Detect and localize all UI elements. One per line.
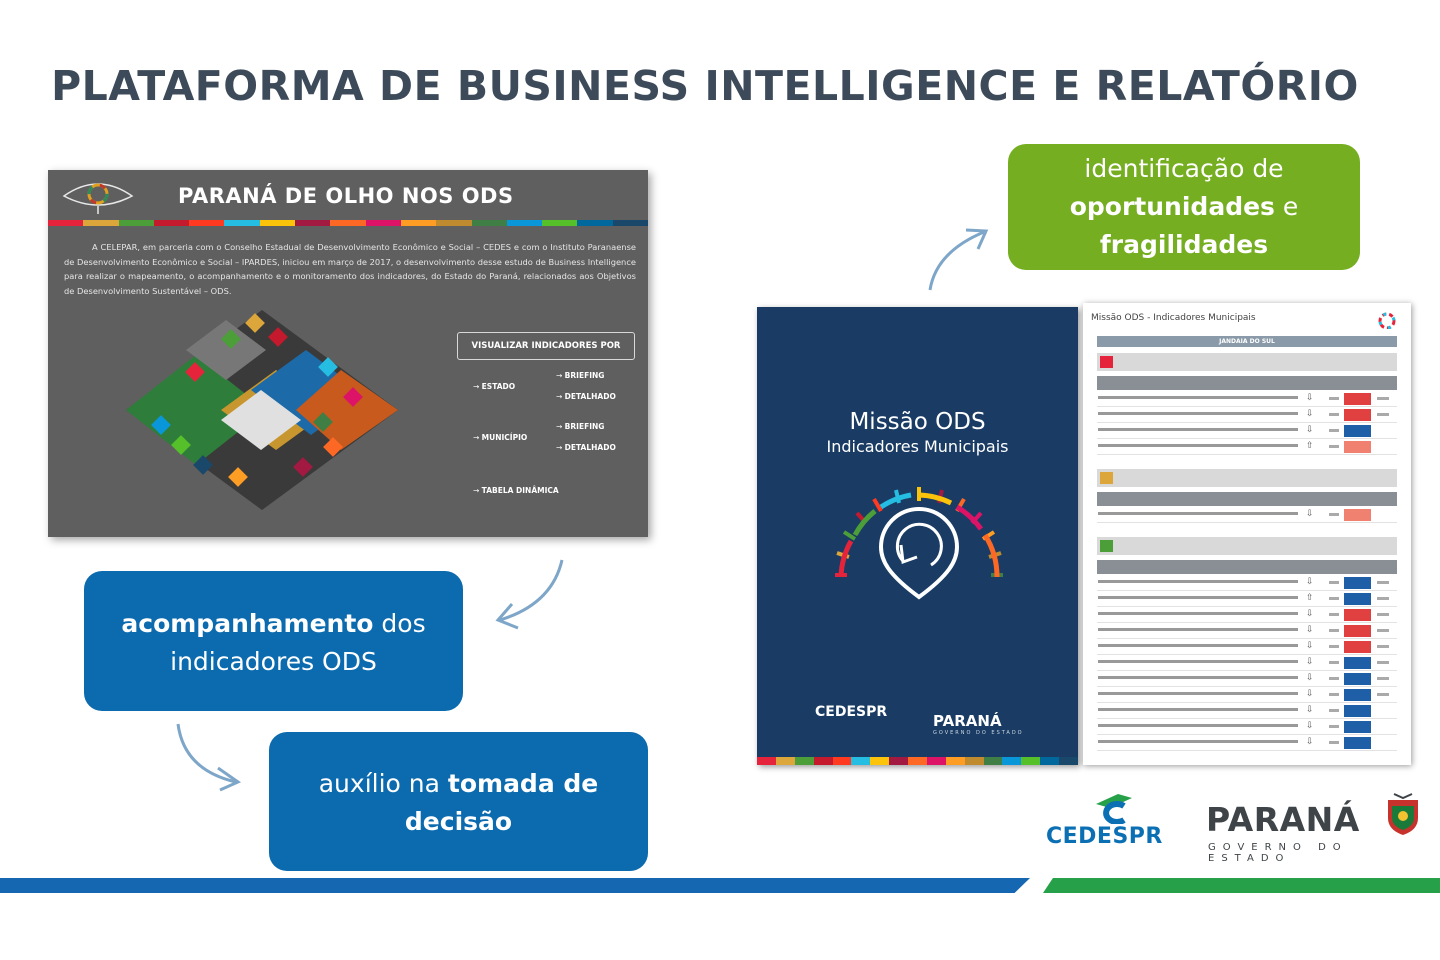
- fragilities-bold: fragilidades: [1099, 230, 1269, 259]
- view-indicators-button[interactable]: VISUALIZAR INDICADORES POR: [457, 332, 635, 360]
- table-row: ⇩: [1097, 720, 1397, 735]
- report-page: Missão ODS - Indicadores Municipais JAND…: [1083, 303, 1411, 765]
- cedes-logo-text: CEDESPR: [1046, 824, 1163, 849]
- cover-parana-logo: PARANÁ: [933, 712, 1002, 730]
- cedes-logo: CEDESPR: [1046, 792, 1186, 854]
- panel-title: PARANÁ DE OLHO NOS ODS: [178, 184, 514, 208]
- table-row: ⇩: [1097, 508, 1397, 523]
- sdg-mosaic-image: [126, 310, 398, 510]
- curved-arrow-icon: [176, 723, 242, 792]
- opportunities-line1: identificação de: [1084, 154, 1284, 183]
- table-row: ⇩: [1097, 408, 1397, 423]
- slide-title: PLATAFORMA DE BUSINESS INTELLIGENCE E RE…: [51, 62, 1359, 110]
- decision-bold1: tomada de: [447, 769, 599, 798]
- sdg-wheel-pin-icon: [835, 487, 1003, 600]
- nav-municipio-link[interactable]: MUNICÍPIO: [473, 433, 528, 442]
- monitoring-line2: indicadores ODS: [170, 647, 377, 676]
- table-row: ⇩: [1097, 656, 1397, 671]
- footer-band-green: [1043, 878, 1440, 893]
- nav-estado-link[interactable]: ESTADO: [473, 382, 515, 391]
- objective-header: [1097, 353, 1397, 371]
- table-row: ⇩: [1097, 704, 1397, 719]
- decision-pre: auxílio na: [318, 769, 448, 798]
- decision-box: auxílio na tomada de decisão: [269, 732, 648, 871]
- cedes-mark-icon: [1096, 794, 1132, 824]
- cover-cedes-logo: CEDESPR: [815, 704, 888, 720]
- opportunities-and: e: [1274, 192, 1299, 221]
- cover-color-stripe: [757, 757, 1078, 765]
- curved-arrow-icon: [495, 559, 564, 630]
- table-row: ⇩: [1097, 392, 1397, 407]
- objective-header: [1097, 469, 1397, 487]
- opportunities-bold: oportunidades: [1069, 192, 1275, 221]
- cover-title: Missão ODS: [849, 409, 986, 435]
- opportunities-box: identificação de oportunidades e fragili…: [1008, 144, 1360, 270]
- cover-subtitle: Indicadores Municipais: [826, 437, 1009, 456]
- cover-gov-text: GOVERNO DO ESTADO: [933, 730, 1024, 736]
- table-row: ⇩: [1097, 424, 1397, 439]
- dashboard-screenshot: PARANÁ DE OLHO NOS ODS A CELEPAR, em par…: [48, 170, 648, 537]
- nav-municipio-briefing-link[interactable]: BRIEFING: [556, 422, 605, 431]
- table-header: [1097, 376, 1397, 390]
- objective-header: [1097, 537, 1397, 555]
- table-row: ⇩: [1097, 608, 1397, 623]
- curved-arrow-icon: [928, 228, 989, 291]
- parana-crest-icon: [1388, 793, 1418, 835]
- footer-band-blue: [0, 878, 1030, 893]
- monitoring-bold: acompanhamento: [121, 609, 374, 638]
- monitoring-rest: dos: [373, 609, 426, 638]
- table-row: ⇩: [1097, 672, 1397, 687]
- table-row: ⇩: [1097, 688, 1397, 703]
- governo-estado-text: GOVERNO DO ESTADO: [1208, 842, 1348, 864]
- table-header: [1097, 560, 1397, 574]
- table-row: ⇩: [1097, 576, 1397, 591]
- table-row: ⇧: [1097, 592, 1397, 607]
- sdg-color-stripe: [48, 220, 648, 226]
- table-header: [1097, 492, 1397, 506]
- eye-logo-icon: [62, 183, 134, 214]
- table-row: ⇩: [1097, 640, 1397, 655]
- parana-logo-text: PARANÁ: [1206, 800, 1360, 839]
- table-row: ⇩: [1097, 736, 1397, 751]
- report-cover: Missão ODS Indicadores Municipais: [757, 307, 1078, 765]
- report-title: Missão ODS - Indicadores Municipais: [1091, 313, 1256, 323]
- panel-description: A CELEPAR, em parceria com o Conselho Es…: [64, 242, 636, 296]
- table-row: ⇩: [1097, 624, 1397, 639]
- decision-bold2: decisão: [404, 807, 513, 836]
- table-row: ⇧: [1097, 440, 1397, 455]
- monitoring-box: acompanhamento dos indicadores ODS: [84, 571, 463, 711]
- nav-estado-detalhado-link[interactable]: DETALHADO: [556, 392, 616, 401]
- report-municipality: JANDAIA DO SUL: [1097, 336, 1397, 347]
- sdg-wheel-small-icon: [1378, 312, 1396, 329]
- nav-tabela-dinamica-link[interactable]: TABELA DINÂMICA: [473, 486, 559, 495]
- nav-estado-briefing-link[interactable]: BRIEFING: [556, 371, 605, 380]
- nav-municipio-detalhado-link[interactable]: DETALHADO: [556, 443, 616, 452]
